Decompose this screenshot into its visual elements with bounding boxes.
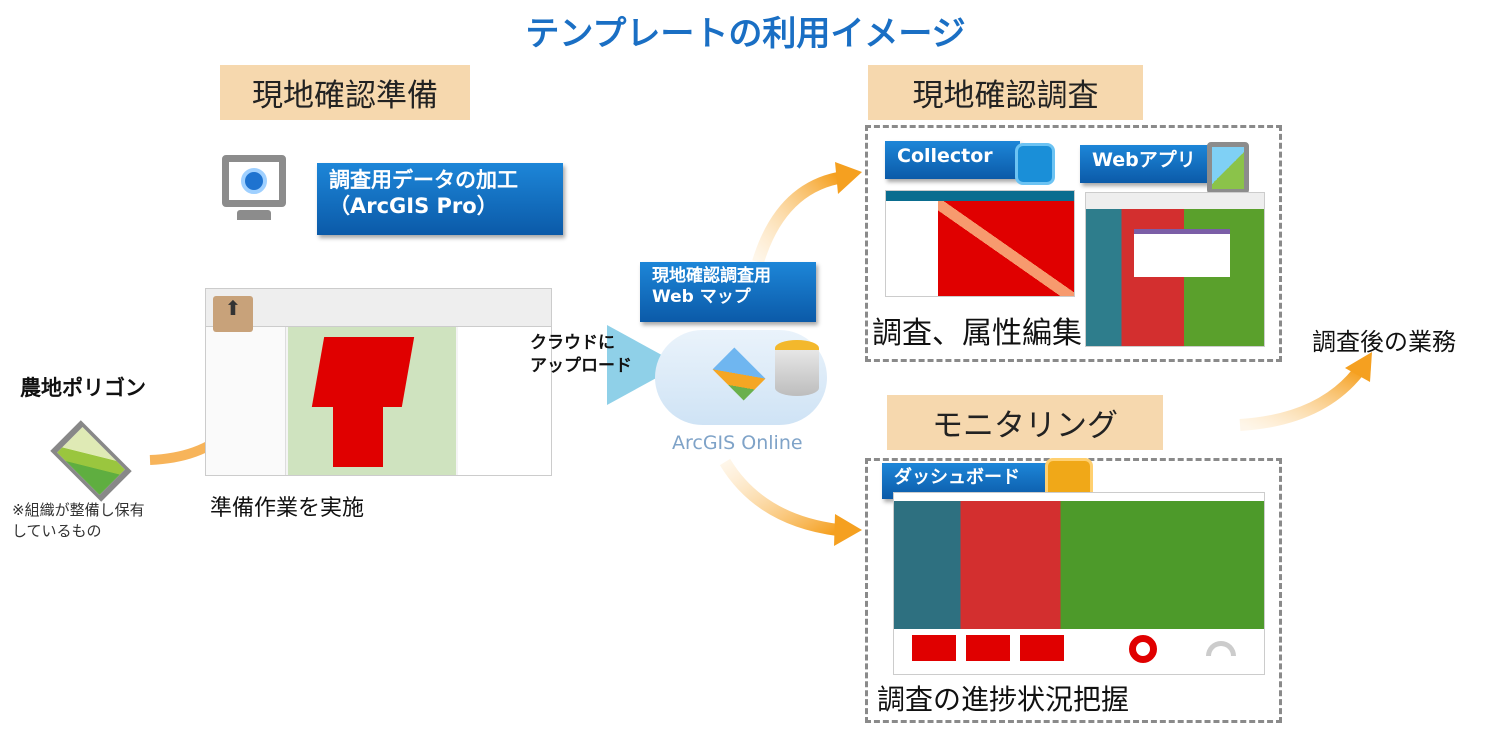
survey-caption: 調査、属性編集 <box>872 316 1082 351</box>
dashboard-screenshot <box>893 492 1265 675</box>
webmap-label-line2: Web マップ <box>652 287 751 308</box>
arrow-to-monitor <box>719 458 862 546</box>
prep-heading: 現地確認準備 <box>220 65 470 120</box>
arcgis-pro-label-line1: 調査用データの加工 <box>329 168 518 192</box>
monitor-heading: モニタリング <box>887 395 1163 450</box>
collector-app-icon <box>1015 143 1055 185</box>
arcgis-pro-label: 調査用データの加工（ArcGIS Pro） <box>317 163 563 235</box>
survey-group <box>865 125 1282 362</box>
source-label: 農地ポリゴン <box>20 376 146 400</box>
webmap-label-line1: 現地確認調査用 <box>652 266 771 286</box>
collector-label: Collector <box>885 141 1020 179</box>
cloud-icon <box>655 330 827 425</box>
monitor-icon <box>222 155 286 235</box>
upload-arrow-shape <box>607 325 680 405</box>
source-note: ※組織が整備し保有しているもの <box>12 500 145 542</box>
collector-screenshot <box>885 190 1075 297</box>
arcgis-online-label: ArcGIS Online <box>672 432 803 454</box>
upload-box-icon: ⬆ <box>213 280 273 332</box>
upload-label-line1: クラウドに <box>530 333 615 353</box>
webapp-screenshot <box>1085 192 1265 347</box>
monitor-caption: 調査の進捗状況把握 <box>877 683 1130 716</box>
database-icon <box>775 340 819 396</box>
source-note-line1: ※組織が整備し保有 <box>12 501 145 519</box>
survey-heading: 現地確認調査 <box>868 65 1143 120</box>
arcgis-pro-label-line2: （ArcGIS Pro） <box>329 194 498 219</box>
webapp-label: Webアプリ <box>1080 145 1208 183</box>
page-title: テンプレートの利用イメージ <box>525 14 966 54</box>
upload-label: クラウドにアップロード <box>530 332 632 378</box>
upload-label-line2: アップロード <box>530 356 632 376</box>
tablet-icon <box>1207 142 1249 194</box>
prep-caption: 準備作業を実施 <box>210 496 365 521</box>
arrow-to-after <box>1239 352 1372 431</box>
source-note-line2: しているもの <box>12 522 102 540</box>
arcgis-pro-icon <box>241 168 267 194</box>
arrow-to-survey <box>752 162 862 264</box>
after-survey-label: 調査後の業務 <box>1312 328 1456 356</box>
webmap-layers-icon <box>712 347 766 401</box>
arcgis-pro-screenshot <box>205 288 552 476</box>
